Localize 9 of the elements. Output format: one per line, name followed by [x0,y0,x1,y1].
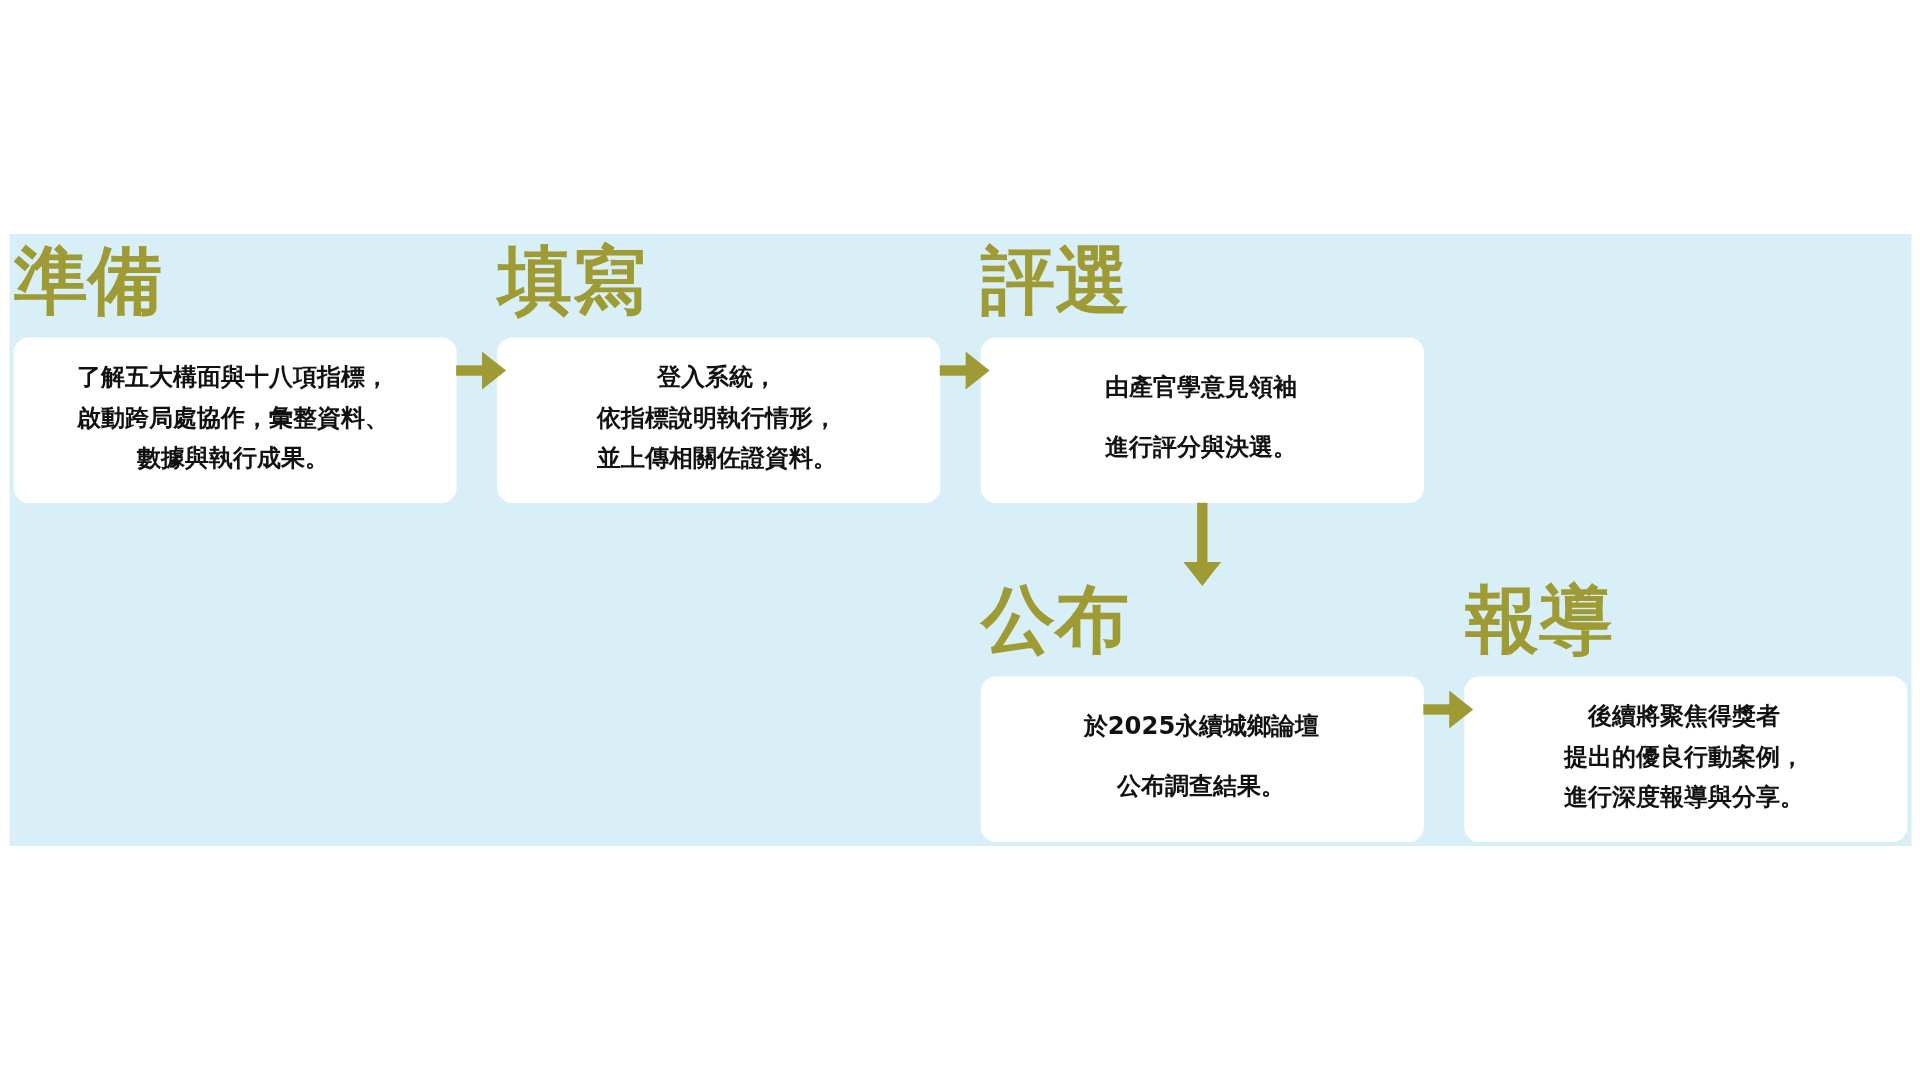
arrow [1422,690,1473,729]
arrow [939,351,990,390]
node-label: 報導 [1464,575,1613,662]
arrow [1182,502,1221,586]
node-label: 評選 [980,236,1129,323]
node-label: 公布 [980,575,1129,662]
arrow [455,351,506,390]
node-label: 填寫 [497,236,646,323]
node-label: 準備 [13,236,162,323]
